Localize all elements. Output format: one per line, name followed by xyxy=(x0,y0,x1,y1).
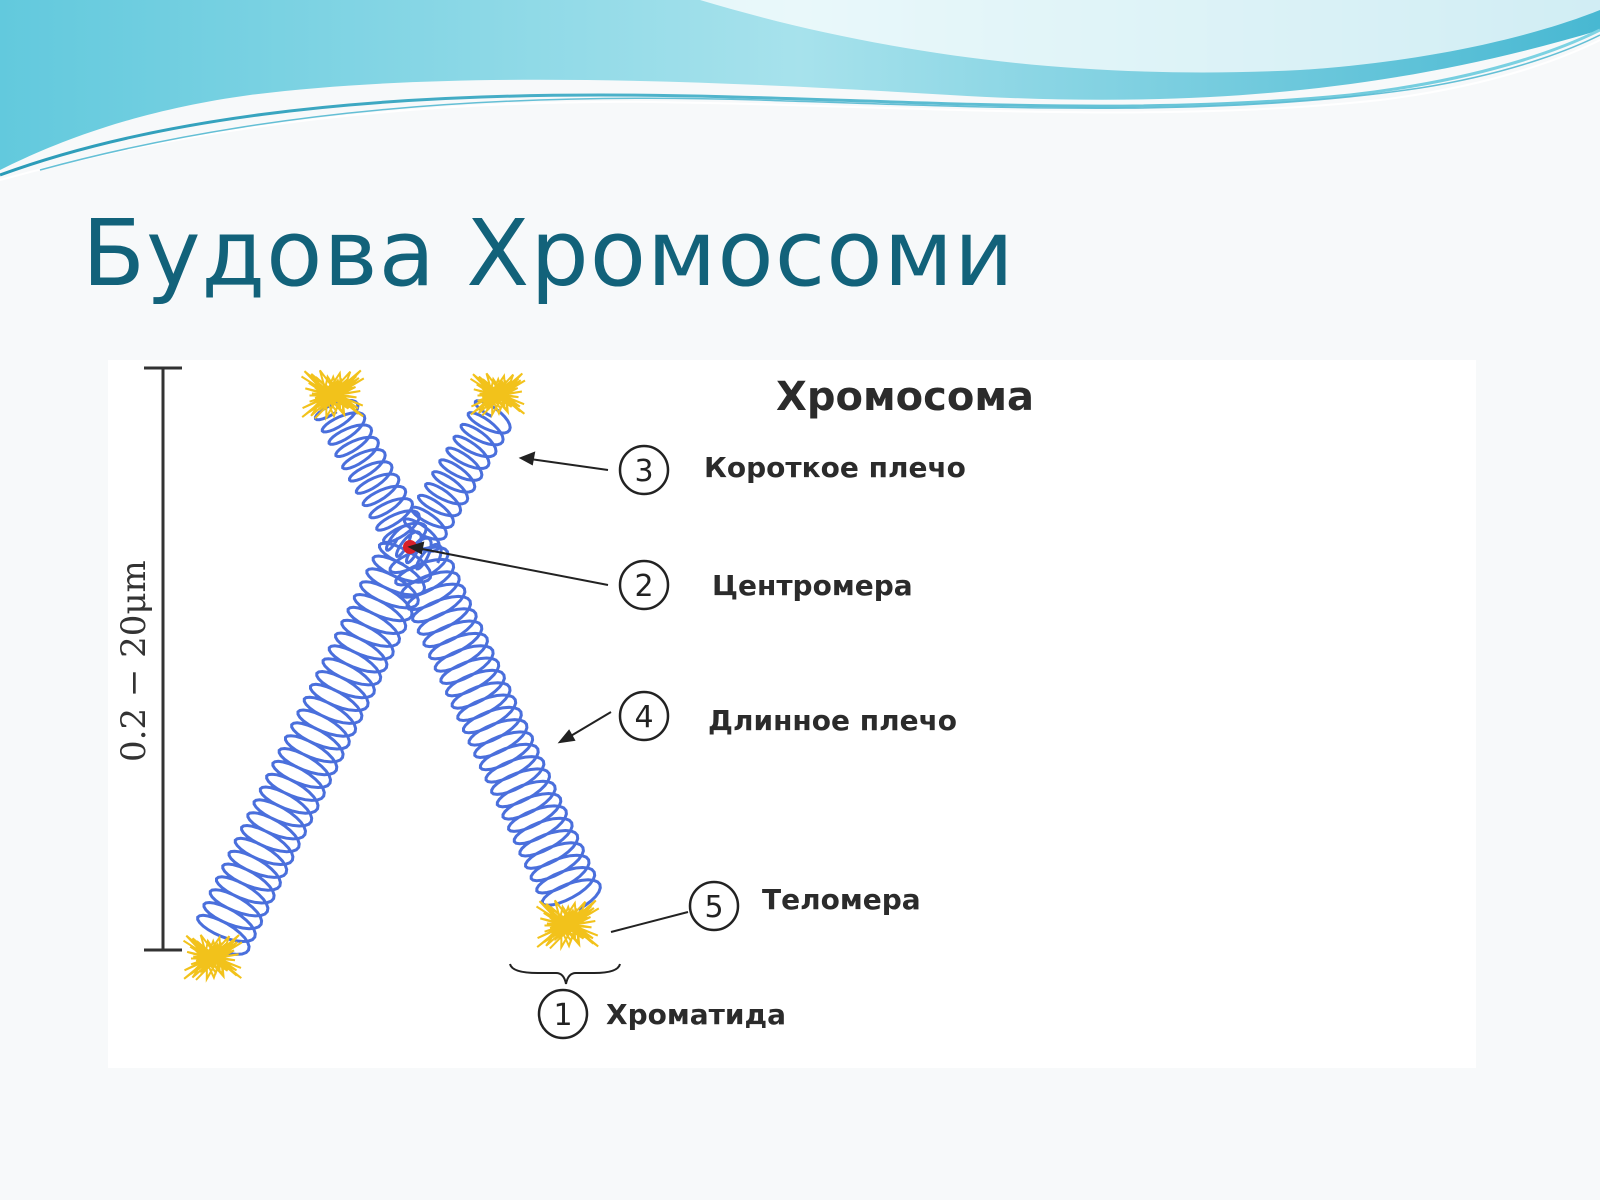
telomere-bottom-right xyxy=(535,899,600,952)
wave-band-white xyxy=(700,0,1600,73)
callout-number: 2 xyxy=(634,569,653,604)
arrow-short-arm xyxy=(522,457,609,471)
scale-label: 0.2 − 20μm xyxy=(114,560,154,762)
wave-line-2 xyxy=(0,39,1600,181)
telomere-bottom-left xyxy=(182,934,243,983)
chromosome-figure: 0.2 − 20μm Хромосома xyxy=(108,360,1476,1068)
label-centromere: Центромера xyxy=(712,569,913,602)
chromatid-brace xyxy=(509,963,621,985)
telomere-top-left xyxy=(300,369,365,422)
label-short-arm: Короткое плечо xyxy=(704,451,966,484)
scale-bar: 0.2 − 20μm xyxy=(114,366,182,952)
callout-number: 1 xyxy=(553,998,572,1033)
wave-line-1 xyxy=(0,28,1600,177)
short-arm-right-coil xyxy=(402,399,512,553)
label-telomere: Теломера xyxy=(762,883,921,916)
long-arm-right-coil xyxy=(388,545,602,911)
short-arm-left-coil xyxy=(313,398,428,548)
telomere-top-right xyxy=(469,372,526,419)
wave-line-3 xyxy=(39,34,1600,171)
callout-number: 3 xyxy=(634,454,653,489)
figure-heading: Хромосома xyxy=(776,374,1034,420)
decorative-wave-header xyxy=(0,0,1600,181)
label-chromatid: Хроматида xyxy=(606,998,786,1031)
arrow-centromere xyxy=(411,546,609,586)
arrowhead-short-arm xyxy=(518,451,536,466)
chromosome-diagram: 0.2 − 20μm Хромосома xyxy=(114,366,1034,1040)
arrowhead-centromere xyxy=(407,541,425,555)
arrow-telomere xyxy=(610,911,689,933)
callout-5: 5 Теломера xyxy=(688,880,921,932)
callout-number: 5 xyxy=(704,890,723,925)
arrowhead-long-arm xyxy=(557,729,576,744)
long-arm-left-coil xyxy=(196,541,433,956)
callout-4: 4 Длинное плечо xyxy=(618,690,957,742)
callout-3: 3 Короткое плечо xyxy=(618,444,966,496)
callout-number: 4 xyxy=(634,700,653,735)
label-long-arm: Длинное плечо xyxy=(708,704,957,737)
chromatid-coils xyxy=(182,369,602,983)
callout-2: 2 Центромера xyxy=(618,559,913,611)
slide-title: Будова Хромосоми xyxy=(82,200,1015,307)
callout-1: 1 Хроматида xyxy=(537,988,786,1040)
